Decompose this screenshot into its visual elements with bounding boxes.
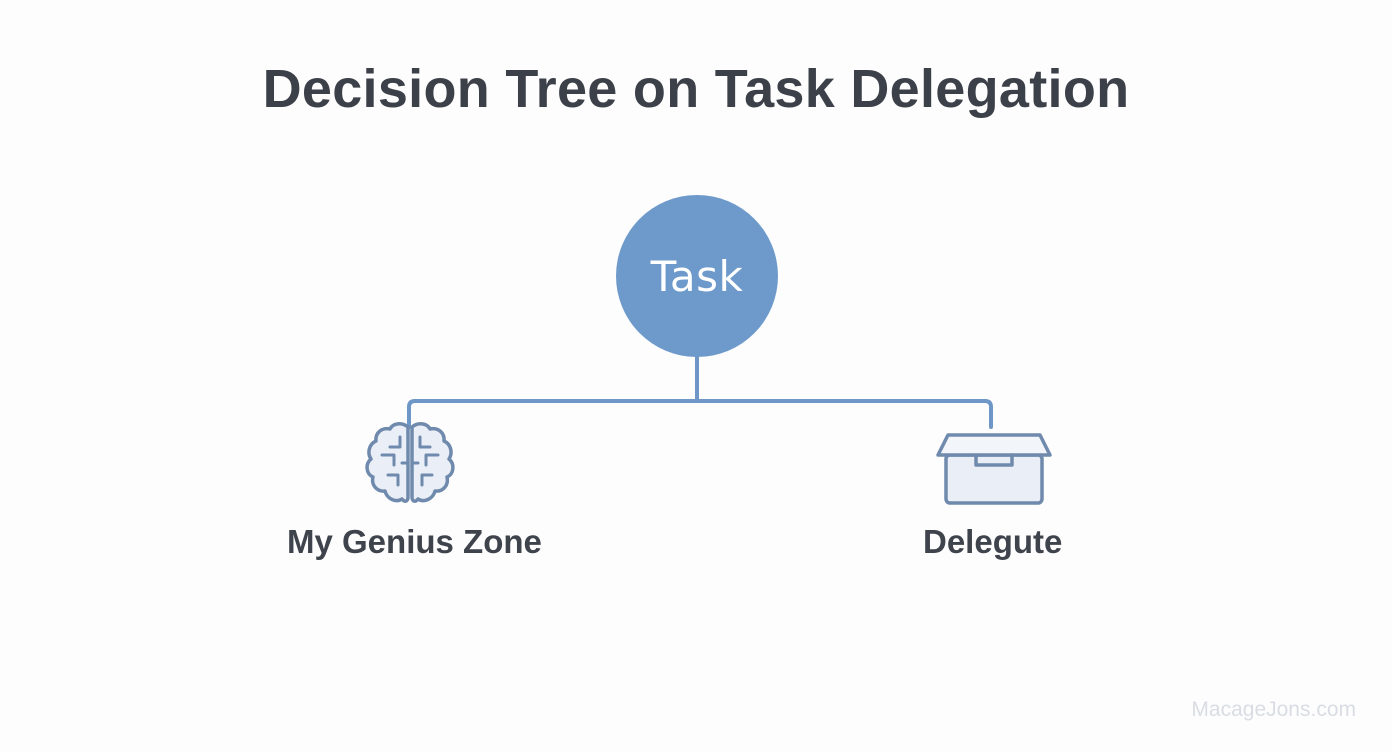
diagram-title: Decision Tree on Task Delegation bbox=[262, 59, 1130, 119]
connector-horizontal bbox=[407, 399, 993, 429]
branch-genius-zone[interactable]: My Genius Zone bbox=[280, 415, 542, 565]
branch-delegate[interactable]: Delegute bbox=[910, 415, 1080, 565]
task-node[interactable]: Task bbox=[616, 195, 778, 357]
branch-label-delegate: Delegute bbox=[923, 523, 1063, 560]
watermark: MacageJons.com bbox=[1191, 698, 1356, 721]
branch-label-genius-zone: My Genius Zone bbox=[287, 523, 542, 560]
box-icon bbox=[936, 433, 1052, 505]
brain-icon bbox=[365, 422, 455, 503]
task-node-label: Task bbox=[650, 251, 744, 301]
